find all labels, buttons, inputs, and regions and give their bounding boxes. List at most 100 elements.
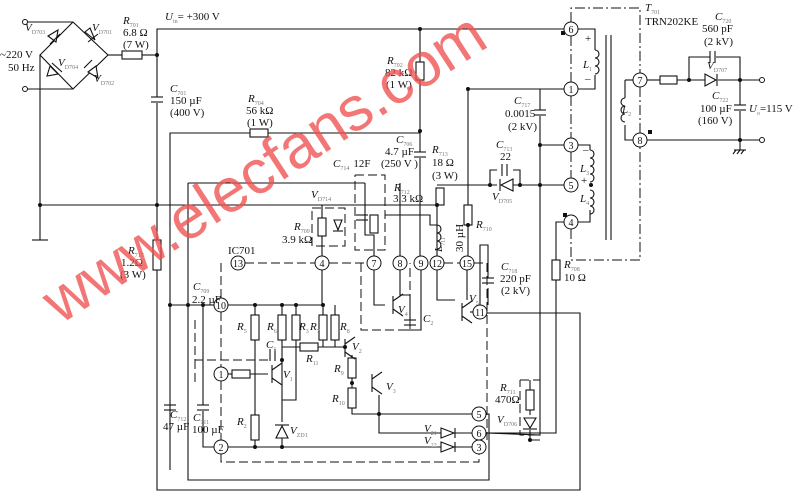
- transformer-label: T701: [645, 2, 660, 16]
- c701-value: 150 µF: [170, 95, 202, 107]
- svg-text:6: 6: [569, 25, 574, 36]
- ic-pin-8: 8: [392, 255, 408, 271]
- svg-text:2: 2: [219, 443, 224, 454]
- wire: [385, 214, 438, 256]
- wire: [578, 210, 591, 223]
- v1-label: V1: [283, 369, 293, 383]
- c709-value: 2.2 µF: [192, 294, 221, 306]
- transformer-boundary: [570, 7, 641, 73]
- wire: [202, 411, 214, 448]
- wire: [513, 169, 521, 185]
- vd703-diode: [47, 28, 59, 43]
- vzd1-zener: [275, 424, 289, 439]
- junction-dot: [377, 412, 381, 416]
- junction-dot: [538, 143, 542, 147]
- junction-dot: [418, 129, 422, 133]
- wire: [436, 270, 455, 301]
- v22-diode: [440, 441, 456, 453]
- junction-dot: [538, 183, 542, 187]
- ic-boundary: [220, 454, 480, 463]
- c711-value: 100 µF: [192, 424, 224, 436]
- v3-transistor: [371, 371, 383, 380]
- vd701-diode: [87, 33, 99, 43]
- r711-label: R711: [499, 382, 516, 396]
- wire: [373, 270, 385, 306]
- r709-value: 3.9 kΩ: [282, 234, 312, 246]
- r712-value: 3.3 kΩ: [393, 193, 423, 205]
- r5-label: R5: [236, 321, 247, 335]
- r709-resistor: [317, 217, 327, 237]
- junction-dot: [321, 303, 325, 307]
- t-pin-8: 8: [632, 132, 648, 148]
- c709-label: C709: [193, 281, 209, 295]
- junction-dot: [155, 203, 159, 207]
- wire: [169, 132, 250, 470]
- wire: [555, 221, 564, 260]
- terminal: [22, 86, 28, 92]
- ic-pin-7: 7: [366, 255, 382, 271]
- junction-dot: [280, 445, 284, 449]
- output-fuse: [659, 75, 678, 85]
- wire: [485, 116, 541, 436]
- ic-name: IC701: [228, 245, 256, 257]
- vd703-label: VD703: [25, 22, 45, 36]
- v2-transistor: [344, 351, 356, 360]
- v4-transistor: [392, 308, 404, 317]
- svg-text:5: 5: [569, 181, 574, 192]
- ic-pin-2: 2: [213, 439, 229, 455]
- terminal: [759, 137, 765, 143]
- r8-resistor: [330, 314, 340, 341]
- ic-pin-1: 1: [213, 366, 229, 382]
- r11-label: R11: [305, 353, 319, 367]
- svg-text:9: 9: [419, 259, 424, 270]
- c706-rating: (250 V ): [381, 158, 418, 170]
- c717-value: 0.0015: [505, 108, 536, 120]
- r702-value: 82 kΩ: [385, 67, 412, 79]
- wire: [479, 244, 489, 305]
- svg-text:4: 4: [569, 218, 574, 229]
- c722-rating: (160 V): [698, 115, 733, 127]
- vd706-label: VD706: [497, 414, 517, 428]
- junction-dot: [466, 223, 470, 227]
- r713-rating: (3 W): [432, 170, 458, 182]
- c720-rating: (2 kV): [704, 36, 733, 48]
- vd714-label: VD714: [311, 189, 331, 203]
- output-voltage-label: Uo=115 V: [749, 103, 793, 117]
- wires: [25, 7, 762, 491]
- c717-rating: (2 kV): [508, 121, 537, 133]
- r2-resistor: [250, 414, 260, 441]
- pin1-resistor: [231, 369, 251, 379]
- c711-label: C711: [193, 412, 209, 426]
- junction-dot: [518, 183, 522, 187]
- components: [22, 19, 765, 453]
- ic-boundary: [360, 263, 411, 331]
- bus-voltage-label: Uin= +300 V: [165, 11, 220, 25]
- v2-label: V2: [352, 341, 362, 355]
- vd714-diode: [333, 219, 343, 232]
- l2-label: L2: [621, 104, 631, 118]
- c706-value: 4.7 µF: [385, 146, 414, 158]
- terminal: [22, 19, 28, 25]
- transformer-pins: 6 1 3 5 4 7 8: [563, 21, 648, 230]
- c722-label: C722: [712, 90, 728, 104]
- r2-label: R2: [236, 416, 247, 430]
- svg-text:8: 8: [638, 136, 643, 147]
- junction-dot: [418, 27, 422, 31]
- svg-text:8: 8: [398, 259, 403, 270]
- mains-frequency: 50 Hz: [8, 62, 35, 74]
- v5-transistor: [461, 315, 473, 324]
- vd702-diode: [83, 59, 93, 69]
- junction-dot: [168, 303, 172, 307]
- wire: [156, 270, 581, 491]
- ic-pin-12: 12: [429, 255, 445, 271]
- junction-dot: [280, 358, 284, 362]
- c717-label: C717: [514, 95, 530, 109]
- v5-label: V5: [469, 293, 479, 307]
- v4-transistor: [392, 293, 404, 302]
- r702-resistor: [415, 61, 425, 81]
- v3-label: V3: [386, 381, 396, 395]
- junction-dot: [253, 445, 257, 449]
- ground-symbol: [740, 149, 745, 155]
